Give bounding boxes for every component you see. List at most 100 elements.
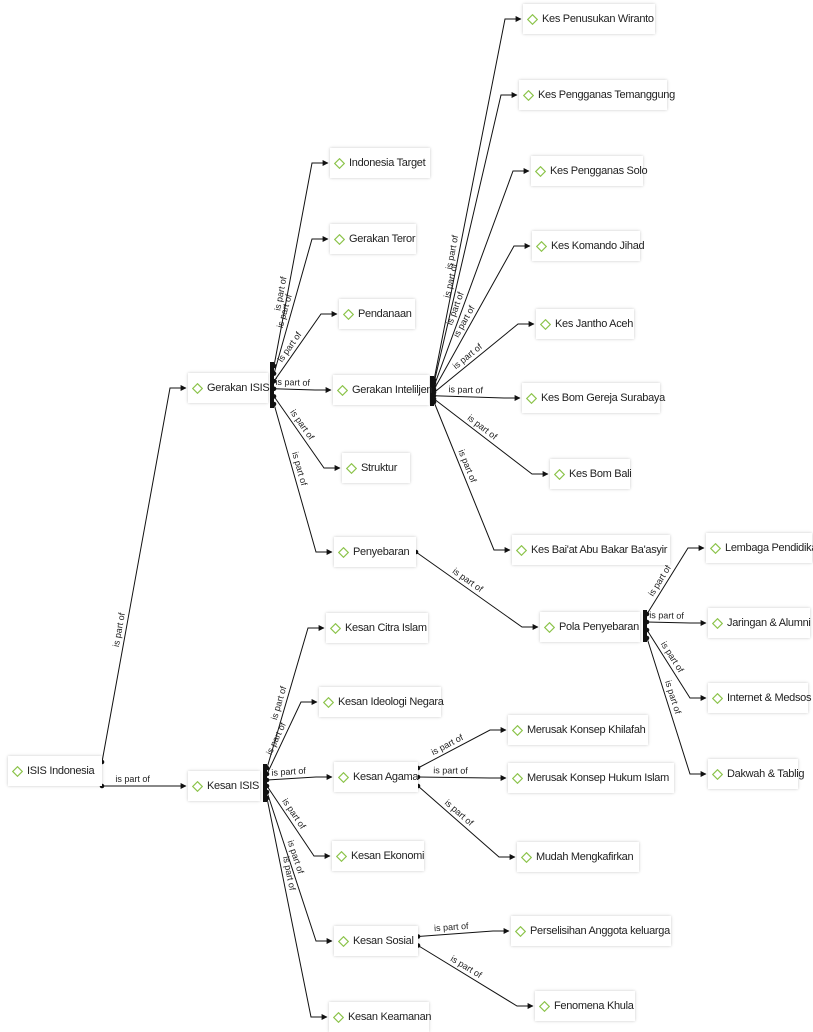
node-dakwah-tablig[interactable]: Dakwah & Tablig	[708, 759, 805, 789]
node-merusak-konsep-hukum-islam[interactable]: Merusak Konsep Hukum Islam	[508, 763, 674, 793]
node-kesan-citra-islam[interactable]: Kesan Citra Islam	[326, 613, 428, 643]
node-indonesia-target[interactable]: Indonesia Target	[330, 148, 430, 178]
diamond-icon	[337, 384, 348, 396]
link-gerakan-intelijen-to-kes-komando-jihad	[433, 243, 531, 390]
node-jaringan-alumni[interactable]: Jaringan & Alumni	[708, 608, 811, 638]
diamond-icon	[334, 233, 345, 245]
node-kes-jantho-aceh[interactable]: Kes Jantho Aceh	[536, 309, 634, 339]
link-gerakan-intelijen-to-kes-baiat-abu-bakar	[433, 401, 511, 553]
node-pendanaan[interactable]: Pendanaan	[339, 299, 415, 329]
diamond-icon	[343, 308, 354, 320]
node-kesan-sosial[interactable]: Kesan Sosial	[334, 926, 418, 956]
link-start-dot	[431, 399, 437, 405]
link-penyebaran-to-pola-penyebaran	[415, 551, 539, 630]
link-start-dot	[264, 765, 270, 771]
diamond-icon	[554, 468, 565, 480]
diamond-icon	[535, 165, 546, 177]
diamond-icon	[523, 89, 534, 101]
diamond-icon	[512, 772, 523, 784]
node-kes-bom-gereja-surabaya[interactable]: Kes Bom Gereja Surabaya	[522, 383, 665, 413]
diamond-icon	[192, 382, 203, 394]
link-kesan-agama-to-merusak-konsep-hukum-islam	[417, 775, 507, 781]
node-label: Perselisihan Anggota keluarga	[530, 925, 670, 937]
diamond-icon	[527, 13, 538, 25]
link-start-dot	[264, 777, 270, 783]
diamond-icon	[333, 1011, 344, 1023]
link-label: is part of	[264, 720, 288, 756]
node-kesan-agama[interactable]: Kesan Agama	[334, 762, 419, 792]
link-kesan-agama-to-mudah-mengkafirkan	[417, 785, 516, 860]
link-start-dot	[644, 611, 650, 617]
node-fenomena-khula[interactable]: Fenomena Khula	[535, 991, 635, 1021]
node-kes-bom-bali[interactable]: Kes Bom Bali	[550, 459, 632, 489]
node-gerakan-intelijen[interactable]: Gerakan Inteliljen	[333, 375, 433, 405]
link-pola-penyebaran-to-dakwah-tablig	[646, 637, 707, 777]
link-start-dot	[264, 789, 270, 795]
link-kesan-isis-to-kesan-citra-islam	[266, 625, 325, 769]
link-kesan-isis-to-kesan-ekonomi	[266, 785, 331, 859]
link-isis-indonesia-to-gerakan-isis	[101, 385, 187, 763]
diamond-icon	[338, 935, 349, 947]
link-kesan-isis-to-kesan-sosial	[266, 791, 333, 944]
node-label: Kes Bom Bali	[569, 468, 632, 480]
node-kesan-isis[interactable]: Kesan ISIS	[188, 771, 260, 801]
node-internet-medsos[interactable]: Internet & Medsos	[708, 683, 811, 713]
node-kes-baiat-abu-bakar[interactable]: Kes Bai'at Abu Bakar Ba'asyir	[512, 535, 670, 565]
node-label: Lembaga Pendidikan	[725, 542, 813, 554]
node-pola-penyebaran[interactable]: Pola Penyebaran	[540, 612, 640, 642]
diamond-icon	[516, 544, 527, 556]
diamond-icon	[544, 621, 555, 633]
link-start-dot	[644, 619, 650, 625]
link-pola-penyebaran-to-lembaga-pendidikan	[646, 545, 705, 615]
node-kes-pengganas-temanggung[interactable]: Kes Pengganas Temanggung	[519, 80, 675, 110]
node-label: Kes Pengganas Solo	[550, 165, 648, 177]
link-gerakan-isis-to-pendanaan	[273, 311, 338, 382]
link-start-dot	[271, 378, 277, 384]
node-lembaga-pendidikan[interactable]: Lembaga Pendidikan	[706, 533, 813, 563]
link-gerakan-isis-to-gerakan-intelijen	[273, 387, 332, 393]
node-label: Kes Bom Gereja Surabaya	[541, 392, 665, 404]
diamond-icon	[712, 768, 723, 780]
node-label: Kesan Ekonomi	[351, 850, 425, 862]
link-start-dot	[271, 394, 277, 399]
node-mudah-mengkafirkan[interactable]: Mudah Mengkafirkan	[517, 842, 639, 872]
link-start-dot	[271, 363, 277, 369]
node-struktur[interactable]: Struktur	[342, 453, 410, 483]
node-label: Jaringan & Alumni	[727, 617, 811, 629]
node-kesan-ideologi-negara[interactable]: Kesan Ideologi Negara	[319, 687, 444, 717]
node-isis-indonesia[interactable]: ISIS Indonesia	[8, 756, 102, 786]
node-penyebaran[interactable]: Penyebaran	[334, 537, 416, 567]
diamond-icon	[330, 622, 341, 634]
link-start-dot	[271, 401, 277, 407]
link-start-dot	[271, 386, 277, 392]
link-start-dot	[431, 396, 437, 402]
connector-bar-kesan-isis	[263, 764, 267, 802]
node-label: Kes Penusukan Wiranto	[542, 13, 654, 25]
node-label: Kes Jantho Aceh	[555, 318, 634, 330]
node-kesan-ekonomi[interactable]: Kesan Ekonomi	[332, 841, 424, 871]
node-kes-penusukan-wiranto[interactable]: Kes Penusukan Wiranto	[523, 4, 655, 34]
node-label: ISIS Indonesia	[27, 765, 95, 777]
node-kes-pengganas-solo[interactable]: Kes Pengganas Solo	[531, 156, 648, 186]
node-label: Kesan Keamanan	[348, 1011, 432, 1023]
diamond-icon	[710, 542, 721, 554]
node-merusak-konsep-khilafah[interactable]: Merusak Konsep Khilafah	[508, 715, 648, 745]
link-label: is part of	[290, 451, 309, 487]
diamond-icon	[526, 392, 537, 404]
node-label: Pendanaan	[358, 308, 412, 320]
node-label: Kes Pengganas Temanggung	[538, 89, 675, 101]
link-gerakan-intelijen-to-kes-bom-bali	[433, 398, 549, 477]
link-pola-penyebaran-to-jaringan-alumni	[646, 620, 707, 626]
connector-bar-gerakan-isis	[270, 362, 274, 408]
node-label: Pola Penyebaran	[559, 621, 639, 633]
diamond-icon	[515, 925, 526, 937]
node-label: Kes Bai'at Abu Bakar Ba'asyir	[531, 544, 668, 556]
node-gerakan-isis[interactable]: Gerakan ISIS	[188, 373, 270, 403]
node-kesan-keamanan[interactable]: Kesan Keamanan	[329, 1002, 432, 1032]
node-gerakan-teror[interactable]: Gerakan Teror	[330, 224, 416, 254]
node-perselisihan-anggota-keluarga[interactable]: Perselisihan Anggota keluarga	[511, 916, 671, 946]
link-gerakan-intelijen-to-kes-penusukan-wiranto	[433, 16, 522, 381]
node-kes-komando-jihad[interactable]: Kes Komando Jihad	[532, 231, 645, 261]
node-label: Kesan Ideologi Negara	[338, 696, 444, 708]
